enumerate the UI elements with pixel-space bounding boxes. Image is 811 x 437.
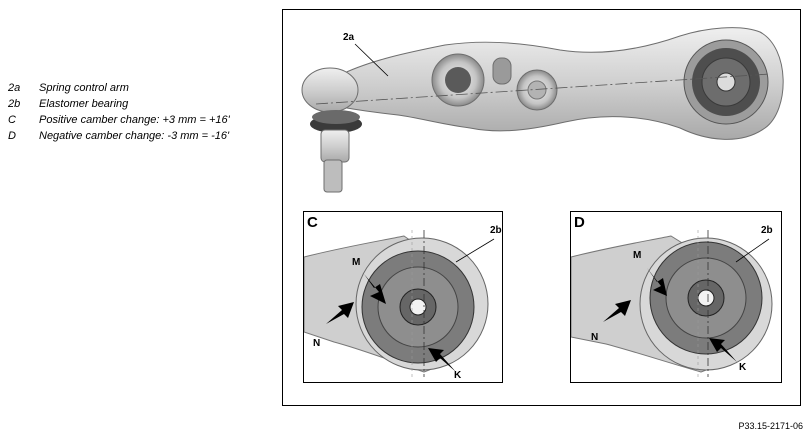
ball-joint-stud: [320, 129, 350, 163]
ref-n: N: [313, 338, 321, 349]
ball-joint-thread: [323, 159, 343, 193]
arrow-n: [603, 300, 631, 322]
panel-d-illustration: [571, 230, 773, 377]
legend-key: D: [8, 130, 16, 142]
arrow-m: [647, 268, 667, 296]
legend-key: 2b: [8, 98, 21, 110]
ref-2b: 2b: [490, 225, 502, 236]
panel-c-illustration: [304, 230, 495, 377]
leader-2a: [354, 43, 389, 77]
panel-c-label: C: [307, 214, 318, 231]
arm-boss-center: [527, 80, 547, 100]
arrow-k: [428, 348, 456, 372]
leader-2b: [735, 238, 770, 263]
arm-slot: [492, 57, 512, 85]
centerline: [315, 73, 771, 105]
figure-number: P33.15-2171-06: [738, 421, 803, 431]
arrow-k: [709, 338, 737, 362]
arrow-n: [326, 302, 354, 324]
ref-m: M: [633, 250, 642, 261]
legend-text: Elastomer bearing: [39, 98, 129, 110]
legend: 2a Spring control arm 2b Elastomer beari…: [8, 80, 230, 144]
legend-text: Positive camber change: +3 mm = +16': [39, 114, 230, 126]
legend-row-d: D Negative camber change: -3 mm = -16': [8, 128, 230, 144]
ref-k: K: [739, 362, 747, 373]
ball-joint-seal-upper: [312, 110, 360, 124]
legend-row-c: C Positive camber change: +3 mm = +16': [8, 112, 230, 128]
legend-text: Negative camber change: -3 mm = -16': [39, 130, 230, 142]
arrow-m: [364, 274, 386, 304]
leader-2b: [455, 238, 495, 263]
legend-key: 2a: [8, 82, 21, 94]
ref-n: N: [591, 332, 599, 343]
legend-key: C: [8, 114, 16, 126]
bearing-bore: [697, 289, 715, 307]
legend-row-2a: 2a Spring control arm: [8, 80, 230, 96]
bearing-bore: [409, 298, 427, 316]
panel-d-label: D: [574, 214, 585, 231]
legend-text: Spring control arm: [39, 82, 129, 94]
elastomer-bearing-hole: [716, 72, 736, 92]
callout-2a: 2a: [343, 32, 355, 43]
ref-m: M: [352, 257, 361, 268]
legend-row-2b: 2b Elastomer bearing: [8, 96, 230, 112]
figure-frame: [282, 9, 801, 406]
ref-k: K: [454, 370, 462, 381]
detail-panel-d: D 2b M N K: [570, 211, 782, 383]
ball-joint-head: [301, 67, 359, 113]
middle-bushing-hole: [445, 67, 471, 93]
detail-panel-c: C 2b M N K: [303, 211, 503, 383]
ref-2b: 2b: [761, 225, 773, 236]
